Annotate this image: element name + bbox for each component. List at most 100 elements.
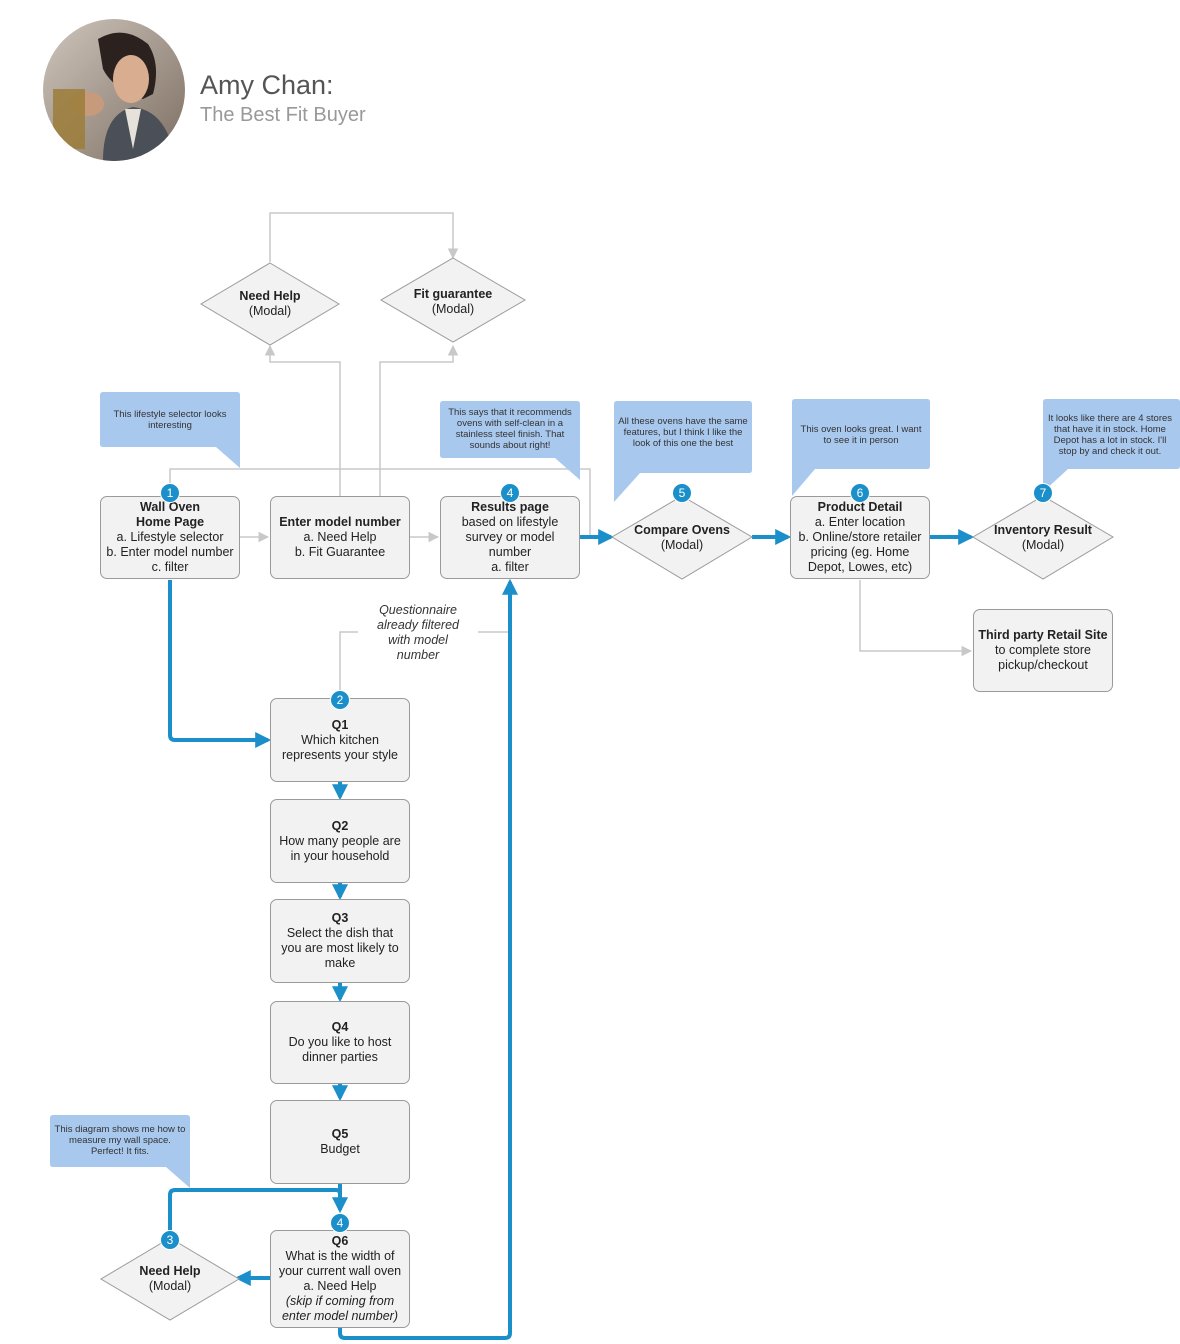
node-line: Depot, Lowes, etc) [807,560,913,574]
node-line: represents your style [281,747,399,762]
diamond-need-help-top-label: Need Help (Modal) [215,288,325,320]
step-badge-1: 1 [160,483,180,503]
flow-home-to-q1 [168,580,272,748]
flow-q6-to-results [338,578,518,1340]
step-badge-2: 2 [330,690,350,710]
note-line: with model [388,633,448,647]
note-line: number [396,648,440,662]
node-line: How many people are [279,833,401,848]
node-line: a. Enter location [814,515,906,529]
inventory-diamond [972,495,1114,580]
step-badge-3: 3 [160,1230,180,1250]
node-title: Home Page [135,515,205,529]
node-q1: Q1 Which kitchen represents your style [270,698,410,782]
node-line: Which kitchen [301,732,379,747]
diamond-need-help-bottom-label: Need Help (Modal) [115,1263,225,1295]
callout-compare-shape [614,401,752,502]
connector-enter-model-to-need-help [264,344,341,496]
node-line: Do you like to host [288,1035,392,1049]
connector-enter-model-to-fit-guarantee [379,344,459,496]
node-line: enter model number) [281,1309,399,1323]
need-help-top-diamond [200,262,340,346]
node-line: Budget [320,1142,360,1156]
diamond-compare-label: Compare Ovens (Modal) [622,522,742,554]
node-line: b. Fit Guarantee [294,545,386,559]
need-help-bottom-diamond [100,1237,240,1321]
node-title: Product Detail [817,500,903,514]
node-line: Select the dish that [286,926,394,940]
node-title: Q6 [331,1234,349,1248]
diamond-title: Compare Ovens [634,523,730,537]
node-line: pricing (eg. Home [810,545,910,559]
node-title: Q3 [331,911,349,925]
diamond-sub: (Modal) [660,538,704,552]
questionnaire-note: Questionnaire already filtered with mode… [358,603,478,663]
connector-note-to-q1 [339,631,358,690]
persona-name: Amy Chan: [200,70,334,100]
fit-guarantee-diamond [380,257,526,343]
diamond-sub: (Modal) [1021,538,1065,552]
node-title: Q4 [331,1020,349,1034]
node-q3: Q3 Select the dish that you are most lik… [270,899,410,983]
step-badge-7: 7 [1033,483,1053,503]
node-enter-model-number: Enter model number a. Need Help b. Fit G… [270,496,410,579]
node-line: survey or model [465,530,555,544]
node-title: Third party Retail Site [978,628,1108,642]
node-results-page: Results page based on lifestyle survey o… [440,496,580,579]
node-line: a. Need Help [303,530,377,544]
connector-product-to-third-party [859,580,973,657]
callout-product: This oven looks great. I want to see it … [800,424,922,446]
callout-product-shape [792,399,930,496]
node-title: Enter model number [279,515,401,529]
diamond-title: Fit guarantee [413,287,493,301]
node-line: b. Online/store retailer [798,530,922,544]
diamond-title: Need Help [239,289,301,303]
callout-results-shape [440,401,580,480]
note-line: already filtered [377,618,459,632]
node-title: Q2 [331,818,349,833]
node-line: a. Lifestyle selector [116,530,224,544]
node-third-party-retail: Third party Retail Site to complete stor… [973,609,1113,692]
node-line: c. filter [151,560,189,574]
step-badge-5: 5 [672,483,692,503]
callout-inventory: It looks like there are 4 stores that ha… [1047,413,1173,457]
step-badge-4-q6: 4 [330,1213,350,1233]
node-line: your current wall oven [278,1264,402,1278]
node-title: Q5 [331,1127,349,1141]
node-title: Wall Oven [140,500,200,514]
node-title: Results page [471,500,549,514]
node-line: number [488,545,532,559]
callout-results: This says that it recommends ovens with … [448,407,572,451]
node-product-detail: Product Detail a. Enter location b. Onli… [790,496,930,579]
node-line: to complete store [995,643,1091,657]
node-line: What is the width of [285,1249,395,1263]
callout-compare: All these ovens have the same features, … [618,416,748,449]
compare-diamond [611,495,753,580]
node-line: (skip if coming from [285,1294,395,1308]
node-line: dinner parties [302,1050,378,1064]
callout-diagram: This diagram shows me how to measure my … [54,1124,186,1157]
flow-need-help-to-q6 [168,1188,342,1238]
diamond-sub: (Modal) [248,304,292,318]
diamond-fit-guarantee-label: Fit guarantee (Modal) [393,286,513,318]
node-line: b. Enter model number [106,545,234,559]
callout-lifestyle: This lifestyle selector looks interestin… [113,409,227,431]
node-line: you are most likely to [281,941,399,955]
node-q4: Q4 Do you like to host dinner parties [270,1001,410,1084]
diamond-sub: (Modal) [148,1279,192,1293]
node-wall-oven-home: Wall Oven Home Page a. Lifestyle selecto… [100,496,240,579]
node-title: Q1 [331,717,349,732]
node-line: make [324,956,356,970]
persona-role: The Best Fit Buyer [200,104,366,126]
diamond-sub: (Modal) [431,302,475,316]
avatar-photo-placeholder [43,19,185,161]
persona-avatar [43,19,185,161]
node-q5: Q5 Budget [270,1100,410,1184]
node-q2: Q2 How many people are in your household [270,799,410,883]
node-line: a. Need Help [303,1279,377,1293]
diamond-title: Inventory Result [994,523,1092,537]
step-badge-6: 6 [850,483,870,503]
note-line: Questionnaire [379,603,457,617]
diamond-title: Need Help [139,1264,201,1278]
node-line: based on lifestyle [461,515,559,529]
